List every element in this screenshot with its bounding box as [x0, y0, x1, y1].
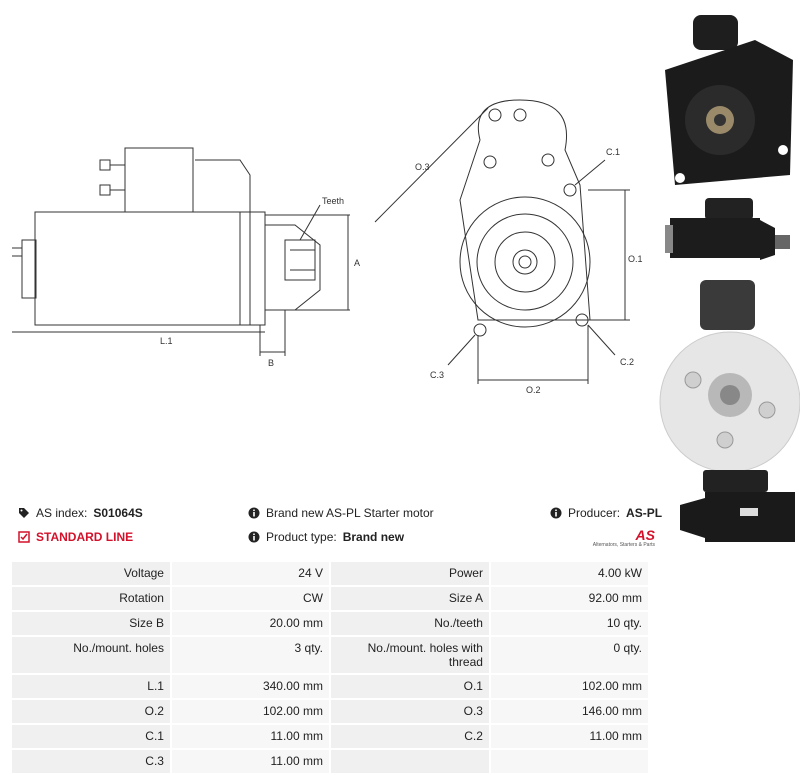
- as-pl-logo: AS Alternators, Starters & Parts: [585, 528, 655, 556]
- spec-value: 20.00 mm: [171, 612, 329, 635]
- technical-drawing: Teeth A B L.1 O.3 C.1 O.1 C.2 C.3 O.2: [12, 99, 643, 395]
- photo-full-side: [680, 470, 795, 542]
- label-teeth: Teeth: [322, 196, 344, 206]
- product-info: AS index: S01064S STANDARD LINE Brand ne…: [0, 500, 800, 560]
- flange-outline: [459, 99, 591, 321]
- producer-label: Producer:: [568, 506, 621, 520]
- spec-value: 11.00 mm: [171, 750, 329, 773]
- spec-value: 3 qty.: [171, 637, 329, 673]
- info-icon: [248, 531, 260, 543]
- logo-text: AS: [635, 527, 655, 543]
- as-index: AS index: S01064S: [18, 506, 143, 520]
- description-text: Brand new AS-PL Starter motor: [266, 506, 434, 520]
- photo-front-view: [660, 10, 795, 190]
- tag-icon: [19, 508, 29, 518]
- solenoid: [124, 147, 194, 213]
- spec-label: Size A: [330, 587, 489, 610]
- spec-label: No./mount. holes: [12, 637, 170, 673]
- label-b: B: [268, 358, 274, 368]
- spec-value: CW: [171, 587, 329, 610]
- spec-value: 24 V: [171, 562, 329, 585]
- label-c1: C.1: [606, 147, 620, 157]
- spec-value: 146.00 mm: [490, 700, 648, 723]
- spec-label: O.3: [330, 700, 489, 723]
- as-index-value: S01064S: [93, 506, 143, 520]
- info-icon: [248, 507, 260, 519]
- label-o3: O.3: [415, 162, 430, 172]
- spec-value: 92.00 mm: [490, 587, 648, 610]
- spec-label: No./mount. holes with thread: [330, 637, 489, 673]
- photo-side-view: [665, 198, 790, 260]
- label-c2: C.2: [620, 357, 634, 367]
- label-c3: C.3: [430, 370, 444, 380]
- product-type-value: Brand new: [342, 530, 405, 544]
- logo-tagline: Alternators, Starters & Parts: [592, 542, 655, 548]
- spec-label: O.1: [330, 675, 489, 698]
- producer: Producer: AS-PL: [550, 506, 662, 520]
- info-icon: [550, 507, 562, 519]
- label-o2: O.2: [526, 385, 541, 395]
- spec-label: L.1: [12, 675, 170, 698]
- spec-label: C.2: [330, 725, 489, 748]
- spec-value: 0 qty.: [490, 637, 648, 673]
- spec-value: 102.00 mm: [171, 700, 329, 723]
- spec-value: [490, 750, 648, 773]
- spec-label: Size B: [12, 612, 170, 635]
- label-l1: L.1: [160, 336, 173, 346]
- spec-label: No./teeth: [330, 612, 489, 635]
- as-index-label: AS index:: [36, 506, 88, 520]
- label-o1: O.1: [628, 254, 643, 264]
- product-type-label: Product type:: [266, 530, 337, 544]
- standard-line-text: STANDARD LINE: [36, 530, 134, 544]
- spec-value: 11.00 mm: [171, 725, 329, 748]
- photo-rear-view: [659, 280, 800, 473]
- spec-value: 11.00 mm: [490, 725, 648, 748]
- spec-label: Voltage: [12, 562, 170, 585]
- spec-label: Power: [330, 562, 489, 585]
- description: Brand new AS-PL Starter motor: [248, 506, 434, 520]
- label-a: A: [354, 258, 360, 268]
- spec-value: 4.00 kW: [490, 562, 648, 585]
- motor-body: [34, 211, 266, 326]
- spec-label: C.1: [12, 725, 170, 748]
- spec-value: 102.00 mm: [490, 675, 648, 698]
- checkbox-icon: [18, 531, 30, 543]
- product-type: Product type: Brand new: [248, 530, 404, 544]
- spec-label: O.2: [12, 700, 170, 723]
- standard-line: STANDARD LINE: [18, 530, 133, 544]
- spec-label: Rotation: [12, 587, 170, 610]
- product-photos: [659, 10, 800, 542]
- spec-value: 10 qty.: [490, 612, 648, 635]
- spec-label: C.3: [12, 750, 170, 773]
- spec-value: 340.00 mm: [171, 675, 329, 698]
- spec-label: [330, 750, 489, 773]
- producer-value: AS-PL: [626, 506, 663, 520]
